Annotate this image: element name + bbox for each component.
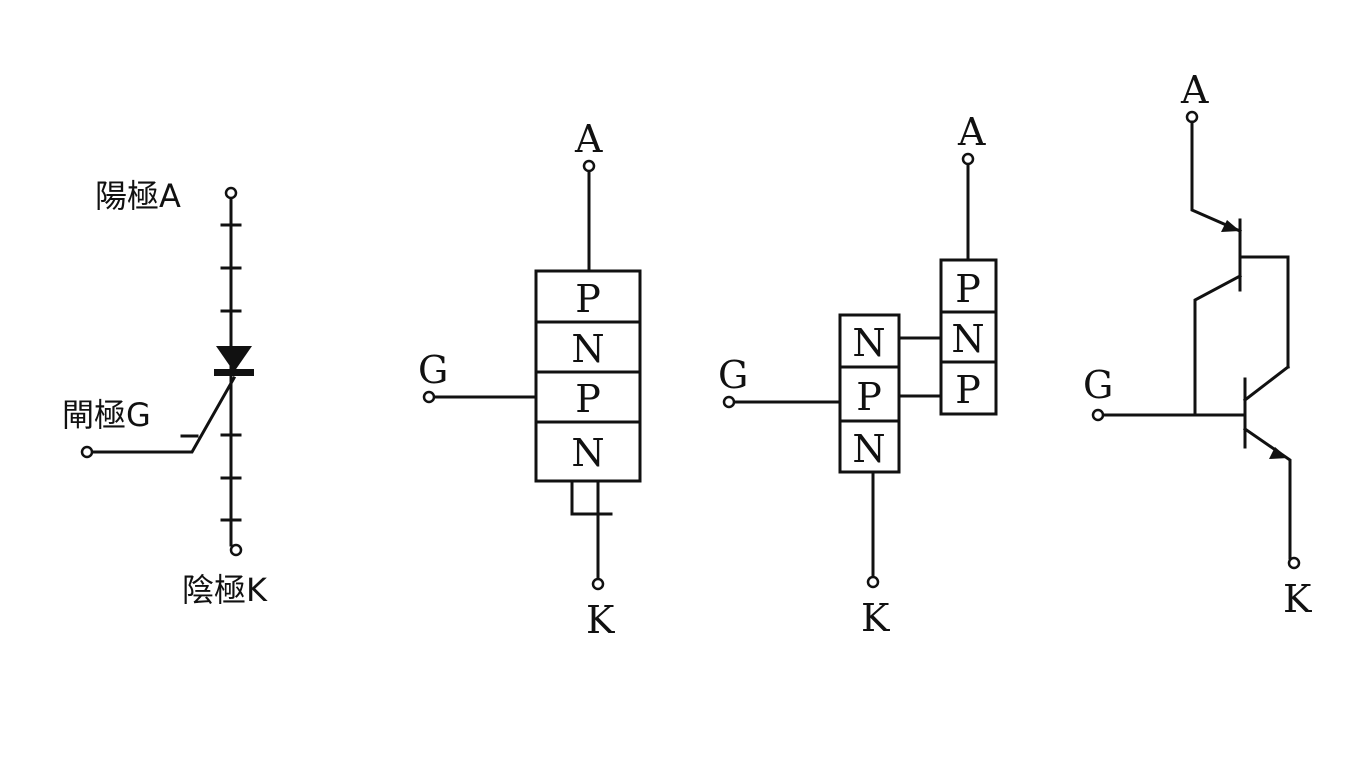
symbol-lead-ticks (220, 223, 242, 522)
npn-emitter-arrow-icon (1269, 447, 1288, 459)
symbol-gate-label: 閘極G (62, 396, 151, 434)
stack-layer-2 (534, 320, 642, 374)
stack-layer-2-label: N (571, 327, 604, 371)
symbol-gate-terminal (80, 445, 94, 459)
stack-gate-terminal (422, 390, 436, 404)
two-transistor-equivalent: A G K (1083, 68, 1312, 621)
pnp-base-to-npn-collector (1238, 255, 1290, 369)
symbol-cathode-terminal (229, 543, 243, 557)
split-right-layer-3 (939, 360, 998, 416)
eq-cathode-terminal (1287, 556, 1301, 570)
pnp-emitter-arrow-icon (1221, 220, 1240, 232)
split-transistor-model: A P N P N P N G K (718, 110, 998, 640)
stack-layer-3-label: P (575, 377, 601, 421)
stack-cathode-terminal (591, 577, 605, 591)
stack-layer-1-label: P (575, 277, 601, 321)
split-cathode-terminal (866, 575, 880, 589)
stack-anode-terminal (582, 159, 596, 173)
diode-triangle-icon (216, 346, 252, 372)
split-cathode-label: K (861, 596, 890, 640)
split-right-layer-1-label: P (955, 267, 981, 311)
scr-symbol: 陽極A 閘極G 陰極K (62, 177, 268, 609)
split-right-layer-2-label: N (951, 317, 984, 361)
stack-cathode-contact (570, 479, 613, 516)
eq-cathode-label: K (1283, 577, 1312, 621)
eq-gate-terminal (1091, 408, 1105, 422)
stack-layer-1 (534, 269, 642, 324)
symbol-gate-lead (90, 375, 237, 454)
stack-layer-4-label: N (571, 431, 604, 475)
stack-cathode-label: K (586, 598, 615, 642)
split-anode-terminal (961, 152, 975, 166)
diode-bar-icon (214, 369, 254, 376)
split-gate-terminal (722, 395, 736, 409)
split-right-layer-1 (939, 258, 998, 314)
symbol-cathode-label: 陰極K (182, 571, 268, 609)
symbol-anode-terminal (224, 186, 238, 200)
split-anode-label: A (957, 110, 986, 154)
stack-gate-label: G (418, 348, 448, 392)
split-left-layer-1-label: N (852, 321, 885, 365)
split-right-layer-3-label: P (955, 368, 981, 412)
pnpn-layer-stack: A P N P N G K (418, 117, 642, 642)
pnp-emitter-lead (1190, 120, 1242, 233)
symbol-anode-label: 陽極A (95, 177, 181, 215)
split-gate-label: G (718, 353, 748, 397)
stack-layer-4 (534, 420, 642, 483)
eq-gate-label: G (1083, 363, 1113, 407)
split-left-layer-2-label: P (856, 375, 882, 419)
pnp-collector-lead (1193, 273, 1243, 417)
eq-anode-label: A (1180, 68, 1209, 112)
npn-collector-lead (1242, 364, 1291, 403)
stack-anode-label: A (574, 117, 603, 161)
npn-emitter-lead (1242, 426, 1292, 560)
split-left-layer-3-label: N (852, 427, 885, 471)
split-left-layer-3 (838, 419, 901, 474)
